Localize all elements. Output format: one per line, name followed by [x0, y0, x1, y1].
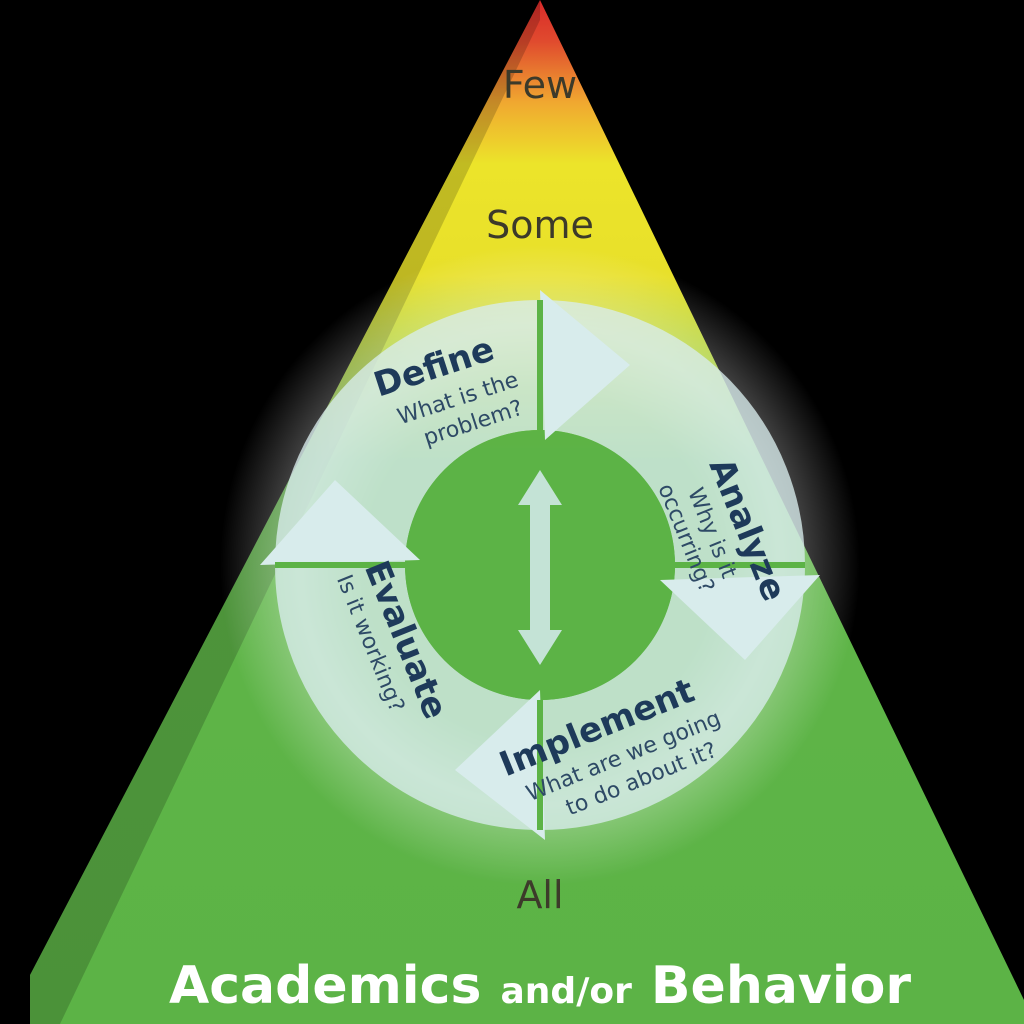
arrowhead-analyze	[660, 575, 820, 660]
footer-and-or: and/or	[501, 971, 633, 1012]
tier-label-few: Few	[503, 63, 577, 107]
footer-behavior: Behavior	[651, 956, 911, 1016]
cycle-gaps	[275, 300, 805, 830]
tier-label-some: Some	[486, 203, 594, 247]
footer-academics: Academics	[169, 956, 481, 1016]
arrowhead-evaluate	[260, 480, 420, 565]
cycle-arrowheads	[260, 290, 820, 840]
arrowhead-implement	[455, 690, 545, 840]
center-double-arrow	[518, 470, 562, 665]
footer-caption: Academics and/or Behavior	[169, 956, 911, 1016]
arrowhead-define	[540, 290, 630, 440]
